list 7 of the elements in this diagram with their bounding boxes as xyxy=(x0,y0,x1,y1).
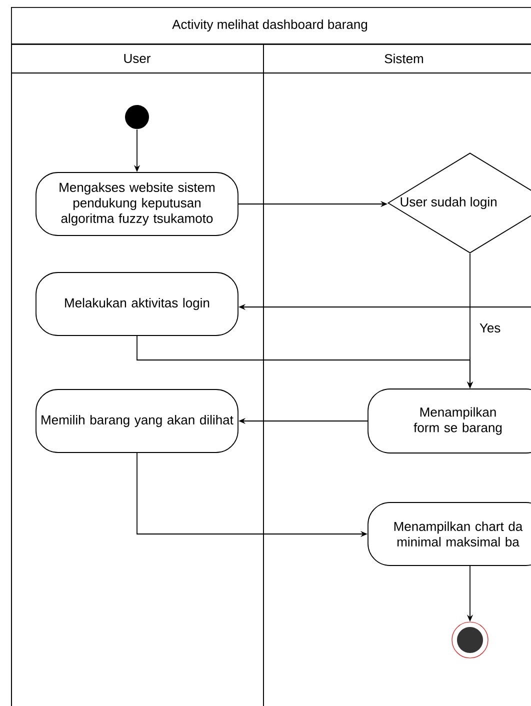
end-node xyxy=(452,622,488,658)
activity-box: Menampilkan form se barang xyxy=(368,388,531,454)
start-node xyxy=(125,105,149,129)
activity-box: Memilih barang yang akan dilihat xyxy=(36,389,238,453)
activity-box: Menampilkan chart da minimal maksimal ba xyxy=(368,502,531,566)
activity-box: Melakukan aktivitas login xyxy=(36,272,238,336)
activity-box: Mengakses website sistem pendukung keputusan algoritma fuzzy tsukamoto xyxy=(36,172,238,236)
